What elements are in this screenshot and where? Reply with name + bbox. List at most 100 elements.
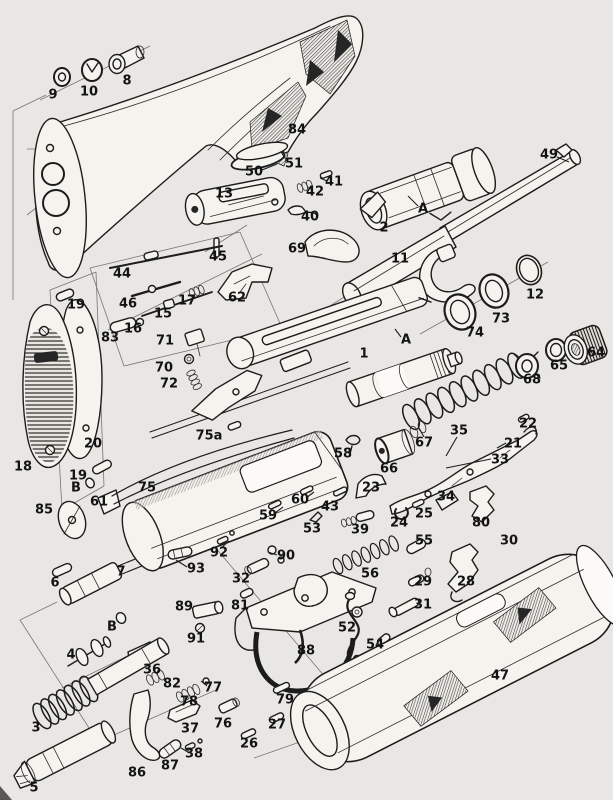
part-label-15: 15 — [154, 307, 172, 322]
barrel-extension — [359, 147, 497, 231]
part-label-A: A — [418, 202, 428, 217]
barrel — [341, 143, 582, 308]
part-label-89: 89 — [175, 600, 193, 615]
part-label-70: 70 — [155, 361, 173, 376]
part-label-72: 72 — [160, 377, 178, 392]
part-label-87: 87 — [161, 759, 179, 774]
part-label-7: 7 — [116, 565, 125, 580]
part-label-86: 86 — [128, 766, 146, 781]
part-label-88: 88 — [297, 644, 315, 659]
safety-button — [351, 606, 363, 618]
label-leader-line — [220, 540, 230, 549]
magazine-bottom-assembly — [13, 637, 170, 789]
part-label-4: 4 — [66, 648, 75, 663]
part-label-19: 19 — [69, 469, 87, 484]
forend — [289, 544, 613, 771]
part-label-58: 58 — [334, 447, 352, 462]
part-label-68: 68 — [523, 373, 541, 388]
trigger-small-parts — [127, 641, 291, 761]
cap-washers — [513, 338, 567, 379]
label-leader-line — [407, 195, 419, 207]
label-leader-line — [394, 328, 402, 338]
part-label-33: 33 — [491, 453, 509, 468]
label-leader-line — [180, 747, 189, 753]
part-label-13: 13 — [215, 187, 233, 202]
part-label-32: 32 — [232, 572, 250, 587]
part-label-82: 82 — [163, 677, 181, 692]
carrier-assembly — [389, 413, 538, 515]
grip-cap-plate — [57, 500, 87, 540]
part-label-42: 42 — [306, 185, 324, 200]
part-label-84: 84 — [288, 123, 306, 138]
part-label-50: 50 — [245, 165, 263, 180]
part-label-53: 53 — [303, 522, 321, 537]
part-label-80: 80 — [472, 516, 490, 531]
label-leader-line — [418, 427, 425, 438]
part-label-25: 25 — [415, 507, 433, 522]
label-leader-line — [200, 680, 208, 687]
stock-bolt-hole — [45, 143, 55, 153]
stock-bolt-bushing — [108, 45, 145, 75]
part-label-49: 49 — [540, 148, 558, 163]
part-label-19: 19 — [67, 298, 85, 313]
firing-pin-small-parts — [213, 170, 333, 258]
part-label-76: 76 — [214, 717, 232, 732]
part-label-41: 41 — [325, 175, 343, 190]
hammer — [293, 573, 328, 607]
trigger-blade — [294, 629, 305, 664]
part-label-1: 1 — [359, 347, 368, 362]
part-label-67: 67 — [415, 436, 433, 451]
part-label-18: 18 — [14, 460, 32, 475]
part-label-59: 59 — [259, 509, 277, 524]
bolt-handle — [304, 229, 360, 263]
label-leader-line — [556, 156, 570, 163]
part-label-39: 39 — [351, 523, 369, 538]
bolt — [184, 176, 286, 226]
part-label-34: 34 — [437, 490, 455, 505]
part-label-51: 51 — [285, 157, 303, 172]
part-label-66: 66 — [380, 462, 398, 477]
part-label-B: B — [71, 481, 81, 496]
bolt-carrier-assembly — [149, 349, 351, 439]
part-label-62: 62 — [228, 291, 246, 306]
barrel-hanger-collar — [418, 243, 476, 303]
part-label-75a: 75a — [196, 429, 223, 444]
part-label-36: 36 — [143, 663, 161, 678]
part-label-2: 2 — [379, 221, 388, 236]
part-label-65: 65 — [550, 359, 568, 374]
plunger-39 — [340, 510, 375, 528]
part-label-56: 56 — [361, 567, 379, 582]
part-label-77: 77 — [204, 681, 222, 696]
part-label-92: 92 — [210, 546, 228, 561]
trigger-group — [234, 571, 377, 694]
part-label-B: B — [107, 620, 117, 635]
part-label-83: 83 — [101, 331, 119, 346]
part-label-79: 79 — [276, 693, 294, 708]
part-label-69: 69 — [288, 242, 306, 257]
sear-spring — [332, 535, 399, 575]
part-label-9: 9 — [48, 88, 57, 103]
part-label-52: 52 — [338, 621, 356, 636]
label-leader-line — [175, 559, 188, 568]
locking-block — [217, 263, 273, 301]
part-label-26: 26 — [240, 737, 258, 752]
barrel-rings — [443, 254, 543, 331]
part-label-40: 40 — [301, 210, 319, 225]
part-label-21: 21 — [504, 437, 522, 452]
part-label-73: 73 — [492, 312, 510, 327]
stock-bolt-washers — [53, 45, 145, 87]
small-action-parts — [267, 434, 425, 528]
part-label-91: 91 — [187, 632, 205, 647]
part-label-64: 64 — [587, 346, 605, 361]
part-label-11: 11 — [391, 252, 409, 267]
part-label-17: 17 — [178, 294, 196, 309]
pins-and-bushings — [115, 530, 285, 634]
part-label-61: 61 — [90, 495, 108, 510]
firing-pin-group — [55, 245, 223, 333]
part-label-20: 20 — [84, 437, 102, 452]
magazine-tube — [345, 347, 463, 408]
part-label-27: 27 — [268, 718, 286, 733]
part-label-5: 5 — [29, 781, 38, 796]
part-label-60: 60 — [291, 493, 309, 508]
